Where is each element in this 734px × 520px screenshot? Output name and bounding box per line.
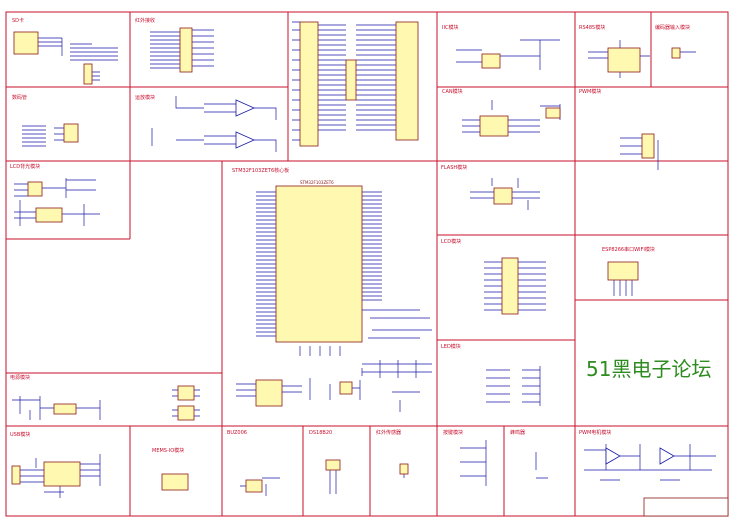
label-keys: 按键模块	[443, 429, 463, 436]
sd-card-socket	[13, 31, 39, 55]
main-header-left	[299, 21, 319, 147]
title-block	[643, 497, 729, 517]
label-usb: USB模块	[10, 431, 30, 438]
label-opamp: 运放模块	[135, 94, 155, 101]
label-lcd-backlight: LCD背光模块	[10, 163, 40, 170]
main-header-mid	[345, 59, 357, 101]
label-beeper: 蜂鸣器	[510, 429, 525, 436]
flash-chip	[493, 187, 513, 205]
mcu-aux-chip-2	[339, 381, 353, 395]
label-lcd: LCD模块	[441, 238, 461, 245]
label-buzzer-drv: BUZ006	[227, 430, 247, 436]
label-ir: 红外接收	[135, 17, 155, 24]
wifi-module	[607, 261, 639, 281]
usb-chip	[43, 461, 81, 487]
sd-card-header	[83, 63, 93, 85]
pwm-connector	[641, 133, 655, 159]
can-chip	[479, 115, 509, 137]
mcu-chip-label: STM32F103ZET6	[300, 180, 334, 185]
ds18b20-chip	[325, 459, 341, 471]
label-power: 电源模块	[10, 374, 30, 381]
label-led: LED模块	[441, 343, 461, 350]
mems-chip	[161, 473, 189, 491]
main-header-right	[395, 21, 419, 141]
label-mcu-core: STM32F103ZET6核心板	[232, 167, 289, 174]
label-eeprom: MEMS-IO模块	[152, 447, 184, 454]
mcu-aux-chip-1	[255, 379, 283, 407]
label-iic: IIC模块	[442, 24, 458, 31]
sheet-frame	[5, 11, 729, 517]
digit-tube-chip	[63, 123, 79, 143]
backlight-chip-2	[35, 207, 63, 223]
rs485-chip	[607, 47, 641, 73]
backlight-chip-1	[27, 181, 43, 197]
label-can: CAN模块	[442, 88, 463, 95]
watermark-digits: 51	[586, 357, 611, 381]
label-sd-card: SD卡	[12, 17, 24, 24]
power-chip-2	[177, 385, 195, 401]
block-partitions	[6, 12, 728, 516]
power-chip-3	[177, 405, 195, 421]
label-ir-sensor: 红外传感器	[376, 429, 401, 436]
power-chip-1	[53, 403, 77, 415]
block-labels: SD卡 红外接收 IIC模块 RS485模块 编码器输入模块 数码管 运放模块 …	[10, 17, 690, 454]
ic-bodies	[11, 21, 729, 517]
opamp-symbols	[235, 99, 675, 465]
label-pwm: PWM模块	[579, 88, 601, 95]
usb-connector	[11, 465, 21, 485]
buzzer-drv-chip	[245, 479, 263, 493]
label-digit-tube: 数码管	[12, 94, 27, 101]
iic-chip	[481, 53, 501, 69]
rotary-connector	[671, 47, 681, 59]
label-wifi: ESP8266串口WIFI模块	[602, 246, 655, 253]
can-connector	[545, 107, 561, 119]
ir-receiver-header	[179, 27, 193, 73]
watermark-text: 黑电子论坛	[611, 357, 711, 381]
watermark: 51黑电子论坛	[586, 357, 711, 381]
lcd-connector	[501, 257, 519, 315]
label-rotary: 编码器输入模块	[655, 24, 690, 31]
mcu-chip	[275, 185, 363, 343]
label-motor: PWM电机模块	[579, 429, 611, 436]
label-ds18b20: DS18B20	[309, 430, 332, 436]
ir-sensor-chip	[399, 463, 409, 475]
label-rs485: RS485模块	[579, 24, 605, 31]
wires	[12, 21, 716, 498]
label-flash: FLASH模块	[441, 164, 467, 171]
